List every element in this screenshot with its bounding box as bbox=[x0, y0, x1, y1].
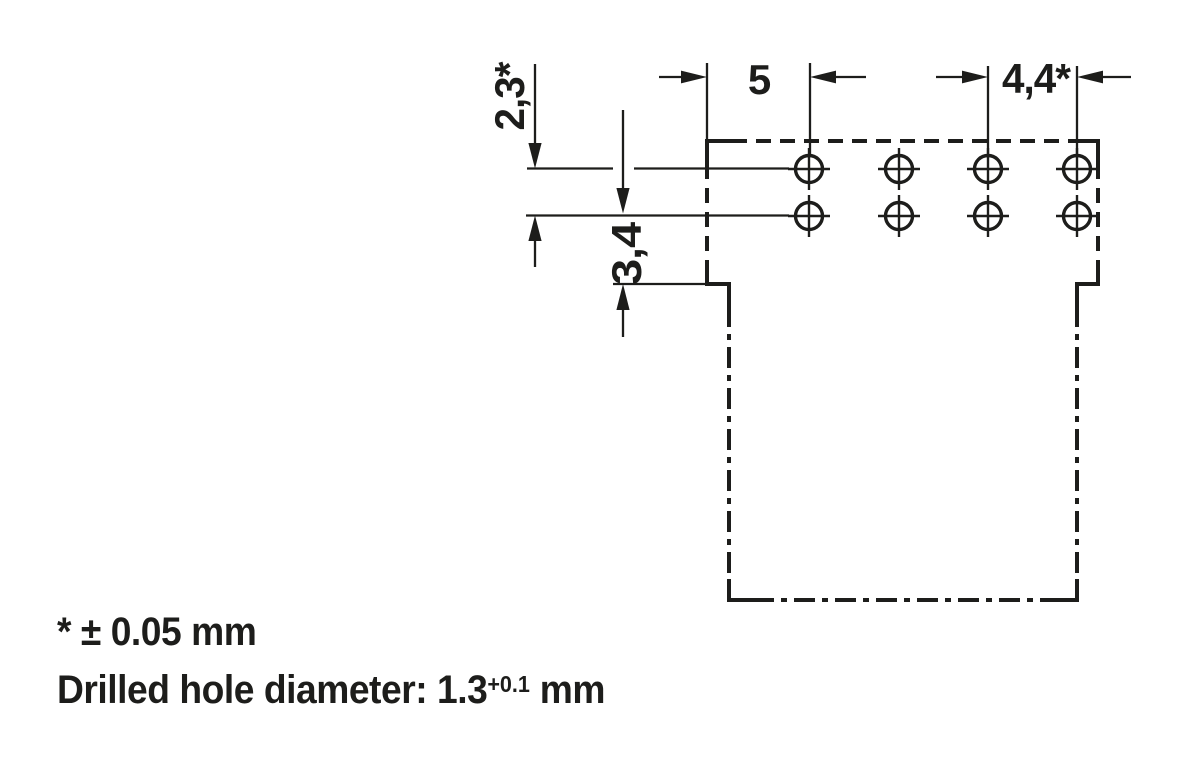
drill-hole bbox=[786, 193, 832, 239]
step-left bbox=[705, 261, 731, 306]
dimension-arrowheads bbox=[528, 70, 1103, 310]
arrow-left-icon bbox=[810, 70, 836, 84]
corner-top-right bbox=[1073, 139, 1100, 164]
step-right bbox=[1075, 261, 1100, 306]
drill-hole bbox=[876, 146, 922, 192]
arrow-right-icon bbox=[962, 70, 988, 84]
arrow-down-icon bbox=[616, 188, 630, 214]
drill-hole bbox=[1054, 193, 1100, 239]
hole-diameter-text: Drilled hole diameter: 1.3 bbox=[57, 668, 488, 713]
drill-hole bbox=[965, 146, 1011, 192]
hole-diameter-unit: mm bbox=[529, 668, 606, 713]
drill-hole bbox=[786, 146, 832, 192]
corner-top-left bbox=[705, 139, 732, 164]
corner-bottom-right bbox=[1053, 579, 1079, 602]
corner-bottom-left bbox=[727, 579, 753, 602]
dimension-lines bbox=[526, 63, 1131, 337]
dim-label-hole-pitch: 4,4* bbox=[1002, 55, 1072, 102]
drill-hole bbox=[1054, 146, 1100, 192]
part-outline bbox=[705, 139, 1100, 602]
tolerance-note: * ± 0.05 mm bbox=[57, 610, 257, 654]
dim-label-row-pitch: 2,3* bbox=[486, 61, 533, 131]
drawing-notes: * ± 0.05 mm Drilled hole diameter: 1.3+0… bbox=[57, 606, 605, 716]
arrow-right-icon bbox=[681, 70, 707, 84]
drill-hole bbox=[965, 193, 1011, 239]
arrow-up-icon bbox=[528, 215, 542, 241]
dim-label-row-to-step: 3,4 bbox=[603, 221, 650, 285]
hole-diameter-tolerance: +0.1 bbox=[487, 671, 530, 697]
arrow-up-icon bbox=[616, 284, 630, 310]
arrow-down-icon bbox=[528, 143, 542, 169]
drill-holes bbox=[786, 146, 1100, 239]
hole-diameter-note: Drilled hole diameter: 1.3+0.1 mm bbox=[57, 658, 605, 716]
drill-hole bbox=[876, 193, 922, 239]
arrow-left-icon bbox=[1077, 70, 1103, 84]
dim-label-edge-to-hole: 5 bbox=[748, 56, 771, 103]
